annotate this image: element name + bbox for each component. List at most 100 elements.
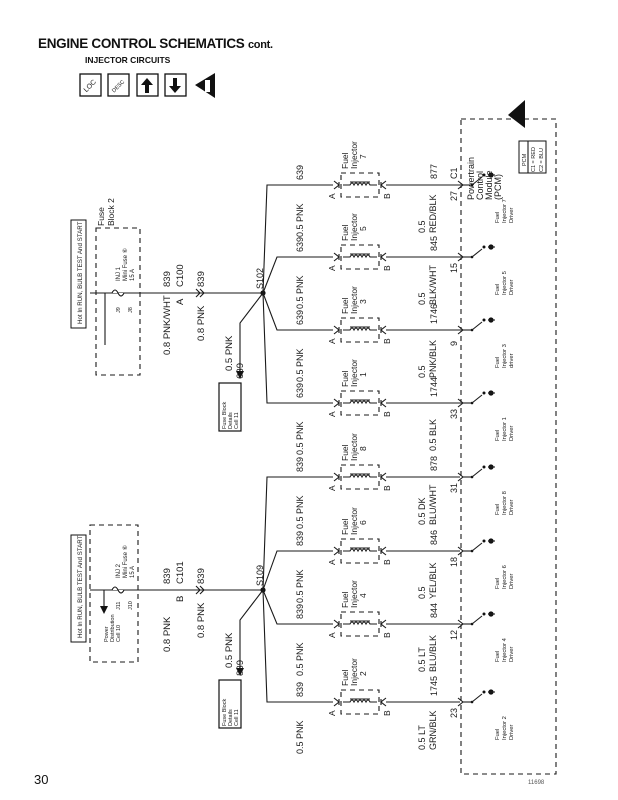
- driver-label: Injector 5: [502, 271, 508, 295]
- power-dist-label: Cell 10: [116, 625, 122, 642]
- injector-label: Injector: [349, 286, 359, 314]
- switch-blade: [471, 248, 483, 258]
- terminal-b-label: B: [382, 559, 392, 565]
- output-circuit-label: 877: [429, 164, 439, 179]
- terminal-b-label: B: [382, 265, 392, 271]
- connector-pin-label: B: [175, 596, 186, 602]
- page-number: 30: [34, 772, 49, 787]
- output-color-label: 0.5: [417, 365, 427, 378]
- injector-connector-icon: [333, 252, 387, 262]
- terminal-a-label: A: [327, 265, 337, 271]
- details-label: Cell 11: [234, 709, 240, 726]
- injector-label: Injector: [349, 141, 359, 169]
- fuse-pin: J11: [116, 602, 122, 610]
- injector-coil-icon: [343, 182, 377, 187]
- injector-label: Injector: [349, 580, 359, 608]
- injector-box: [340, 390, 380, 416]
- feed-color-label: 0.5 PNK: [295, 569, 305, 603]
- desc-icon: DESC: [107, 73, 130, 97]
- connector-pin-label: A: [175, 298, 186, 305]
- pcm-title: (PCM): [493, 174, 503, 200]
- injector-label: 2: [358, 671, 368, 676]
- pcm-pin-label: 12: [449, 630, 459, 640]
- output-color-label: BLU/WHT: [428, 484, 438, 525]
- output-color-label: 0.5 LT: [417, 725, 427, 750]
- switch-blade: [471, 176, 483, 186]
- fuse-pin: J10: [128, 601, 134, 610]
- injector-label: Fuel: [340, 370, 350, 387]
- feed-circuit-label: 839: [295, 604, 305, 619]
- driver-label: Fuel: [495, 504, 501, 515]
- injector-label: Injector: [349, 658, 359, 686]
- connector-label: C100: [175, 264, 186, 287]
- hot-label-box: [70, 534, 87, 643]
- output-color-label: RED/BLK: [428, 194, 438, 233]
- injector-label: Injector: [349, 507, 359, 535]
- output-circuit-label: 1745: [429, 676, 439, 696]
- pcm-legend-title: PCM: [522, 153, 528, 166]
- injector-label: Injector: [349, 213, 359, 241]
- details-label: Cell 11: [234, 412, 240, 429]
- power_dist-box: [89, 524, 139, 663]
- injector-coil-icon: [343, 621, 377, 626]
- injector-feed-wire: [262, 476, 333, 591]
- wire-color-label: 0.8 PNK: [162, 616, 173, 652]
- fuse-pin: J8: [128, 307, 134, 313]
- driver-label: Fuel: [495, 729, 501, 740]
- branch-wire: [239, 589, 264, 675]
- driver-label: Injector 2: [502, 716, 508, 740]
- injector-connector-icon: [333, 697, 387, 707]
- injector-coil-icon: [343, 254, 377, 259]
- figure-id: 11698: [528, 780, 545, 786]
- injector-feed-wire: [262, 589, 333, 703]
- injector-label: Fuel: [340, 518, 350, 535]
- driver-label: Driver: [509, 573, 515, 589]
- fuse-icon: [111, 586, 125, 594]
- terminal-a-label: A: [327, 632, 337, 638]
- pcm-pin-label: 23: [449, 708, 459, 718]
- fuse-block-label: Fuse: [96, 207, 106, 226]
- injector-label: Fuel: [340, 669, 350, 686]
- output-color-label: 0.5: [417, 292, 427, 305]
- injector-label: 7: [358, 154, 368, 159]
- injector-label: Fuel: [340, 444, 350, 461]
- driver-label: Fuel: [495, 284, 501, 295]
- esd-warning-icon: [508, 100, 525, 128]
- output-color-label: 0.5 LT: [417, 647, 427, 672]
- pcm-legend-box: [518, 140, 547, 174]
- injector-feed-wire: [262, 256, 333, 294]
- pcm-pin-label: 9: [449, 341, 459, 346]
- wire-color-label: 0.8 PNK: [196, 305, 207, 341]
- fuse-label: INJ 2: [116, 563, 122, 578]
- driver-label: Fuel: [495, 651, 501, 662]
- pcm-legend-entry: C1 = RED: [531, 147, 537, 172]
- switch-blade: [471, 321, 483, 331]
- wire-circuit-label: 839: [196, 271, 207, 287]
- driver-label: Driver: [509, 425, 515, 441]
- injector-coil-icon: [343, 548, 377, 553]
- injector-label: 3: [358, 299, 368, 304]
- injector-box: [340, 689, 380, 715]
- driver-label: Fuel: [495, 578, 501, 589]
- injector-connector-icon: [333, 398, 387, 408]
- details-label: Fuse Block: [222, 402, 228, 429]
- switch-contact: [482, 391, 486, 395]
- esd-warning-icon: [195, 73, 215, 98]
- switch-contact: [482, 173, 486, 177]
- output-circuit-label: 1746: [429, 304, 439, 324]
- fuse-icon: [111, 289, 125, 297]
- terminal-b-label: B: [382, 710, 392, 716]
- driver-label: Driver: [509, 499, 515, 515]
- fuse-label: 15 A: [130, 566, 136, 578]
- pcm-pin-label: 33: [449, 409, 459, 419]
- injector-box: [340, 538, 380, 564]
- injector-box: [340, 172, 380, 198]
- fuse-block-details-box: [218, 679, 242, 729]
- pcm-pin-label: 27: [449, 191, 459, 201]
- driver-label: Driver: [509, 724, 515, 740]
- injector-connector-icon: [333, 472, 387, 482]
- fuse-label: 15 A: [130, 269, 136, 281]
- injector-label: 1: [358, 372, 368, 377]
- arrow-down-icon: [164, 73, 187, 97]
